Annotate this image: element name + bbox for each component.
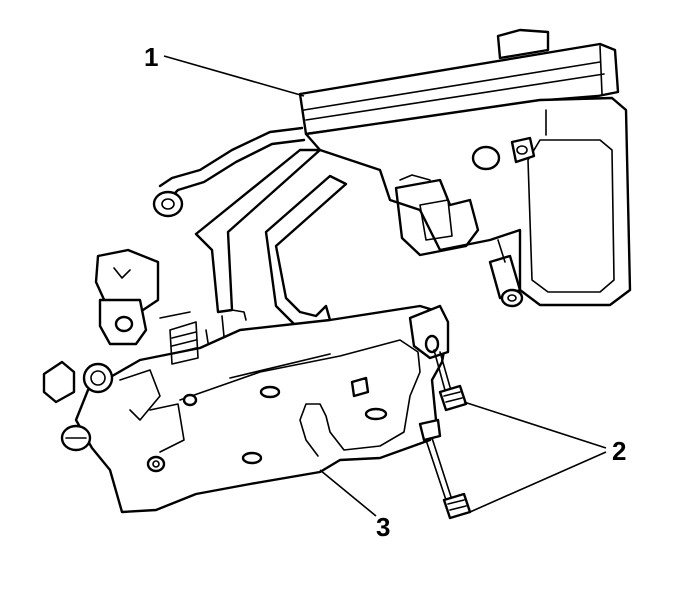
callout-3: 3	[376, 512, 390, 542]
actuator-cable	[152, 126, 306, 218]
leader-2b	[469, 451, 607, 513]
screw-upper	[433, 349, 468, 412]
callout-1: 1	[144, 42, 158, 72]
door-lock-assembly	[42, 248, 450, 514]
leader-3	[319, 469, 377, 517]
callout-2: 2	[612, 436, 626, 466]
mounting-screws	[425, 349, 472, 520]
leader-2a	[463, 401, 607, 449]
leader-lines	[163, 55, 607, 517]
actuator-module	[298, 28, 632, 308]
screw-lower	[425, 437, 472, 520]
leader-1	[163, 55, 305, 97]
